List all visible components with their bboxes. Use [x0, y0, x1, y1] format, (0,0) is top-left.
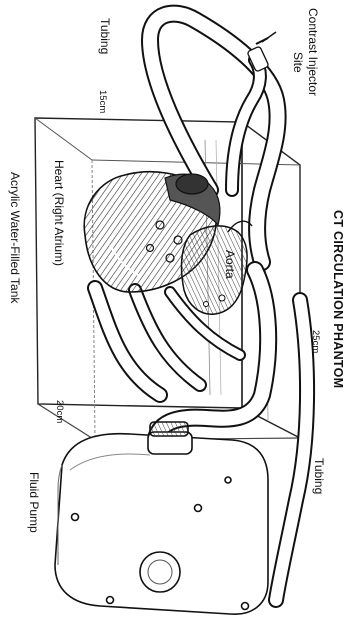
fluid-pump — [55, 422, 268, 614]
diagram-title: CT CIRCULATION PHANTOM — [331, 210, 345, 388]
label-fluid-pump: Fluid Pump — [27, 472, 41, 533]
label-dimension-height: 20cm — [54, 400, 65, 423]
label-contrast-injector-line2: Site — [291, 52, 305, 73]
label-tubing-top: Tubing — [98, 18, 112, 54]
label-dimension-length: 15cm — [97, 90, 108, 113]
label-contrast-injector-line1: Contrast Injector — [306, 8, 320, 96]
label-heart: Heart (Right Atrium) — [52, 160, 66, 266]
label-tank: Acrylic Water-Filled Tank — [8, 172, 22, 304]
label-tubing-bottom: Tubing — [312, 458, 326, 494]
label-aorta: Aorta — [223, 250, 237, 279]
label-dimension-width: 25cm — [310, 330, 321, 353]
